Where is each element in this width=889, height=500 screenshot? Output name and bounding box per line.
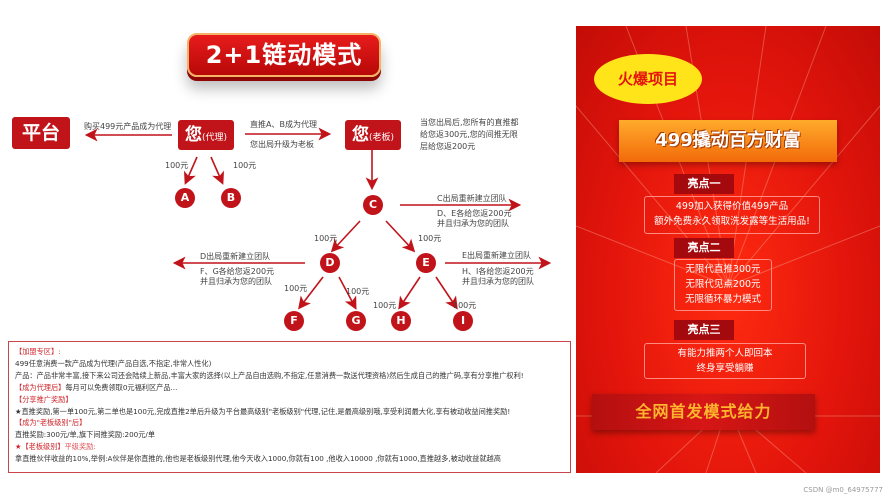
amount-label: 100元 bbox=[314, 234, 338, 243]
highlight1-panel: 499加入获得价值499产品 额外免费永久领取洗发露等生活用品! bbox=[644, 196, 820, 234]
e-exit-line1: H、I各给您返200元 bbox=[462, 267, 534, 276]
highlight3-panel: 有能力推两个人即回本 终身享受躺赚 bbox=[644, 343, 806, 379]
node-d: D bbox=[320, 253, 340, 273]
node-i: I bbox=[453, 311, 473, 331]
c-exit-line1: D、E各给您返200元 bbox=[437, 209, 512, 218]
join-header: 【加盟专区】: bbox=[15, 347, 61, 356]
boss-note-3: 层给您返200元 bbox=[420, 142, 476, 151]
amount-label: 100元 bbox=[373, 301, 397, 310]
buy-label: 购买499元产品成为代理 bbox=[84, 122, 172, 131]
headline-banner: 499撬动百方财富 bbox=[619, 120, 837, 162]
peer-text: 拿直推伙伴收益的10%,举例:A伙伴是你直推的,他也是老板级别代理,他今天收入1… bbox=[15, 454, 501, 464]
highlight2-panel: 无限代直推300元 无限代见点200元 无限循环暴力模式 bbox=[674, 259, 772, 311]
node-e: E bbox=[416, 253, 436, 273]
peer-row: ★【老板级别】平级奖励: bbox=[15, 442, 96, 452]
e-exit-line2: 并且归承为您的团队 bbox=[462, 277, 534, 286]
node-c: C bbox=[363, 195, 383, 215]
amount-label: 100元 bbox=[165, 161, 189, 170]
c-exit-title: C出局重新建立团队 bbox=[437, 194, 507, 203]
hot-project-burst: 火爆项目 bbox=[598, 58, 698, 100]
info-box: 【加盟专区】: 499任意消费一款产品成为代理(产品自选,不指定,非常人性化) … bbox=[8, 341, 571, 473]
node-a: A bbox=[175, 188, 195, 208]
you-boss-box: 您(老板) bbox=[345, 120, 401, 150]
node-g: G bbox=[346, 311, 366, 331]
amount-label: 100元 bbox=[233, 161, 257, 170]
amount-label: 100元 bbox=[284, 284, 308, 293]
agent-row: 【成为代理后】每月可以免费领取0元福利区产品... bbox=[15, 382, 178, 392]
amount-label: 100元 bbox=[453, 301, 477, 310]
highlight2-tag: 亮点二 bbox=[674, 238, 734, 258]
d-exit-title: D出局重新建立团队 bbox=[200, 252, 271, 261]
platform-box: 平台 bbox=[12, 117, 70, 149]
e-exit-title: E出局重新建立团队 bbox=[462, 251, 532, 260]
d-exit-line2: 并且归承为您的团队 bbox=[200, 277, 272, 286]
boss-note-2: 给您返300元,您的间推无限 bbox=[420, 130, 518, 139]
share-header: 【分享推广奖励】 bbox=[15, 394, 73, 404]
node-f: F bbox=[284, 311, 304, 331]
boss-note-1: 当您出局后,您所有的直推都 bbox=[420, 118, 519, 127]
node-h: H bbox=[391, 311, 411, 331]
watermark: CSDN @m0_64975777 bbox=[803, 486, 883, 494]
direct-label-1: 直推A、B成为代理 bbox=[250, 120, 317, 129]
amount-label: 100元 bbox=[418, 234, 442, 243]
promo-panel: 火爆项目 499撬动百方财富 亮点一 499加入获得价值499产品 额外免费永久… bbox=[576, 26, 880, 473]
star-icon: ★ bbox=[15, 442, 22, 452]
direct-label-2: 您出局升级为老板 bbox=[250, 140, 314, 149]
boss-header: 【成为"老板级别"后】 bbox=[15, 418, 87, 428]
node-b: B bbox=[221, 188, 241, 208]
slogan-banner: 全网首发模式给力 bbox=[592, 394, 815, 430]
diagram-arrows bbox=[84, 127, 552, 310]
c-exit-line2: 并且归承为您的团队 bbox=[437, 219, 509, 228]
share-text: ★直推奖励,第一单100元,第二单也是100元,完成直推2单后升级为平台最高级别… bbox=[15, 406, 511, 416]
highlight3-tag: 亮点三 bbox=[674, 320, 734, 340]
you-agent-box: 您(代理) bbox=[178, 120, 234, 150]
d-exit-line1: F、G各给您返200元 bbox=[200, 267, 275, 276]
title-badge: 2+1链动模式 bbox=[187, 33, 381, 77]
product-line: 产品：产品非常丰富,接下来公司还会陆续上新品,丰富大家的选择(以上产品自由选购,… bbox=[15, 370, 524, 380]
highlight1-tag: 亮点一 bbox=[674, 174, 734, 194]
boss-text: 直推奖励:300元/单,旗下间推奖励:200元/单 bbox=[15, 430, 156, 440]
join-line: 499任意消费一款产品成为代理(产品自选,不指定,非常人性化) bbox=[15, 358, 212, 368]
amount-label: 100元 bbox=[346, 287, 370, 296]
